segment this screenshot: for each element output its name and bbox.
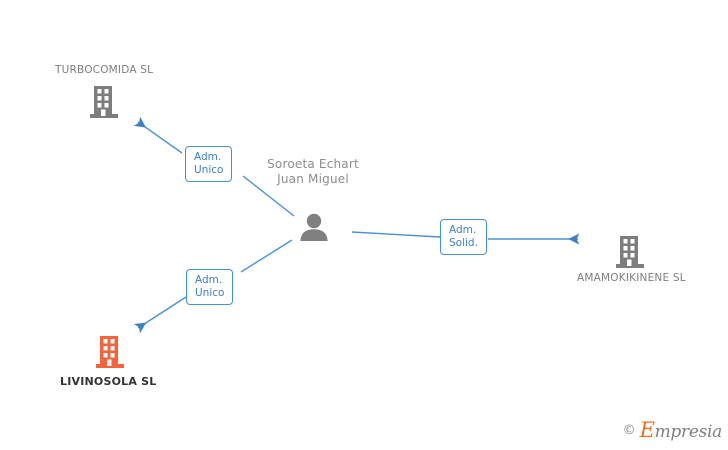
edge-line-amamokikinene: [351, 231, 580, 245]
node-label-livinosola: LIVINOSOLA SL: [60, 375, 157, 388]
edge-label-turbocomida[interactable]: Adm. Unico: [185, 146, 232, 182]
edge-label-line2: Unico: [194, 164, 224, 176]
edge-label-livinosola[interactable]: Adm. Unico: [186, 269, 233, 305]
watermark: © Empresia: [622, 418, 723, 442]
edge-label-line2: Unico: [195, 287, 225, 299]
node-label-person: Soroeta Echart Juan Miguel: [267, 157, 359, 186]
edge-label-line2: Solid.: [449, 237, 478, 249]
brand-initial: E: [639, 418, 655, 442]
node-label-turbocomida: TURBOCOMIDA SL: [55, 64, 154, 76]
node-label-amamokikinene: AMAMOKIKINENE SL: [577, 272, 686, 284]
brand-rest: mpresia: [654, 422, 723, 442]
edge-label-line1: Adm.: [194, 151, 222, 163]
edge-line-livinosola: [133, 239, 293, 334]
edge-label-amamokikinene[interactable]: Adm. Solid.: [440, 219, 487, 255]
building-icon[interactable]: [614, 234, 646, 276]
edge-label-line1: Adm.: [449, 224, 477, 236]
brand-name: Empresia: [639, 418, 723, 442]
edge-line-turbocomida: [133, 116, 295, 217]
copyright-icon: ©: [622, 422, 636, 438]
building-icon[interactable]: [88, 84, 120, 126]
person-icon[interactable]: [298, 213, 330, 245]
edge-label-line1: Adm.: [195, 274, 223, 286]
building-icon[interactable]: [94, 334, 126, 376]
